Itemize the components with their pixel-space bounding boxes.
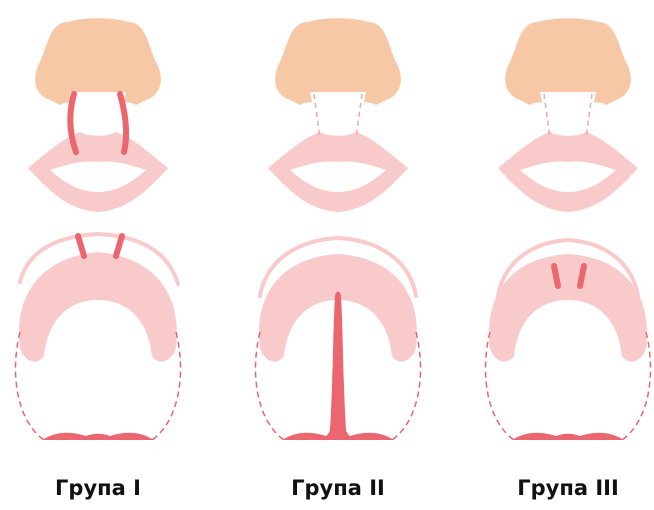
cleft-palate-right <box>580 266 584 286</box>
group-3-label: Група III <box>468 476 654 500</box>
tongue-base <box>42 433 154 440</box>
group-2-label: Група II <box>238 476 438 500</box>
group-1-figure <box>15 18 180 440</box>
palate <box>489 254 647 362</box>
group-1-label: Група I <box>0 476 198 500</box>
cleft-palate-midline <box>320 292 356 441</box>
nose-shape <box>275 18 401 105</box>
columella <box>310 92 366 132</box>
palate <box>19 252 177 362</box>
cleft-alveolus-left <box>78 236 84 256</box>
tongue-base <box>512 433 624 440</box>
nose-shape <box>35 18 161 105</box>
group-3-figure <box>485 18 650 440</box>
columella <box>540 92 596 132</box>
cleft-palate-left <box>554 266 558 286</box>
nose-shape <box>505 18 631 105</box>
cleft-alveolus-right <box>116 236 122 256</box>
columella <box>70 92 126 132</box>
group-2-figure <box>255 18 420 440</box>
